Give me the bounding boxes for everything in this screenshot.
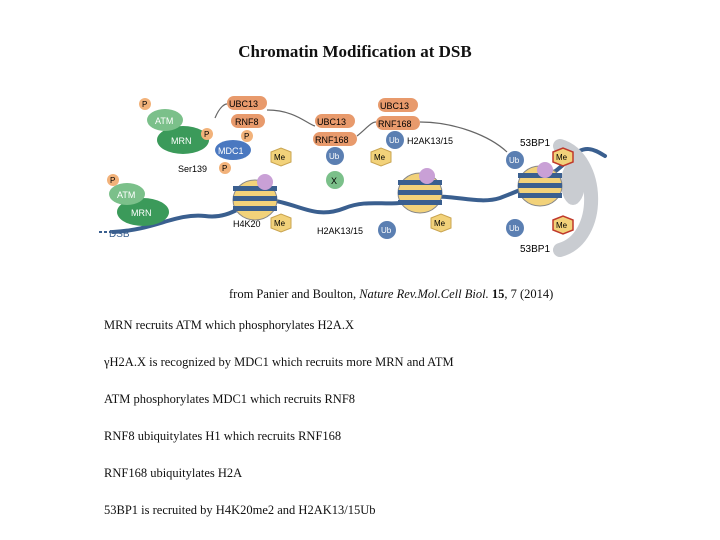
ub-circle-1 bbox=[326, 147, 344, 165]
nucleosome-2 bbox=[397, 168, 443, 214]
atm-label-lower: ATM bbox=[117, 190, 135, 200]
bullet-item: RNF168 ubiquitylates H2A bbox=[104, 466, 243, 480]
ub-label-2: Ub bbox=[389, 136, 400, 145]
me-label-1: Me bbox=[274, 153, 286, 162]
phospho-p-upper bbox=[139, 98, 151, 110]
p-label-upper: P bbox=[142, 100, 147, 109]
rnf8-label: RNF8 bbox=[235, 117, 259, 127]
bp53-label-bottom: 53BP1 bbox=[520, 244, 550, 255]
bullet-item: γH2A.X is recognized by MDC1 which recru… bbox=[104, 355, 454, 369]
mdc1-protein bbox=[215, 140, 251, 160]
me-hexagon-6 bbox=[552, 215, 574, 235]
atm-label-upper: ATM bbox=[155, 116, 173, 126]
me-hexagon-4 bbox=[430, 213, 452, 233]
p-label-lower: P bbox=[110, 176, 115, 185]
ubc13-box-2 bbox=[315, 114, 355, 128]
mrn-complex-upper bbox=[157, 126, 209, 154]
ubc13-label-1: UBC13 bbox=[229, 99, 258, 109]
rnf168-label-1: RNF168 bbox=[315, 135, 349, 145]
phospho-p-rnf8 bbox=[241, 130, 253, 142]
ub-label-5: Ub bbox=[509, 224, 520, 233]
ub-circle-5 bbox=[506, 219, 524, 237]
ser139-label: Ser139 bbox=[178, 164, 207, 174]
arrow-4 bbox=[419, 121, 508, 153]
rnf168-label-2: RNF168 bbox=[378, 119, 412, 129]
citation: from Panier and Boulton, Nature Rev.Mol.… bbox=[229, 287, 553, 302]
bullet-item: ATM phosphorylates MDC1 which recruits R… bbox=[104, 392, 356, 406]
mrn-label-upper: MRN bbox=[171, 136, 192, 146]
ub-label-1: Ub bbox=[329, 152, 340, 161]
x-label: X bbox=[331, 176, 337, 186]
bullet-item: MRN recruits ATM which phosphorylates H2… bbox=[104, 318, 354, 332]
atm-complex-lower bbox=[109, 183, 145, 205]
rnf168-box-2 bbox=[376, 116, 420, 130]
h2ak13-15-label-bottom: H2AK13/15 bbox=[317, 226, 363, 236]
phospho-p-mdc1 bbox=[219, 162, 231, 174]
me-hexagon-2 bbox=[270, 213, 292, 233]
bullet-item: RNF8 ubiquitylates H1 which recruits RNF… bbox=[104, 429, 342, 443]
ubc13-label-3: UBC13 bbox=[380, 101, 409, 111]
rnf168-box-1 bbox=[313, 132, 357, 146]
arrow-2 bbox=[266, 109, 316, 127]
mrn-label-lower: MRN bbox=[131, 208, 152, 218]
citation-prefix: from Panier and Boulton, bbox=[229, 287, 360, 301]
h4k20-label: H4K20 bbox=[233, 219, 261, 229]
citation-volume: 15 bbox=[491, 287, 505, 301]
me-hexagon-1 bbox=[270, 147, 292, 167]
citation-rest: , 7 (2014) bbox=[504, 287, 554, 301]
me-hexagon-5 bbox=[552, 147, 574, 167]
x-circle bbox=[326, 171, 344, 189]
citation-journal: Nature Rev.Mol.Cell Biol. bbox=[359, 287, 489, 301]
me-label-3: Me bbox=[374, 153, 386, 162]
ubc13-box-3 bbox=[378, 98, 418, 112]
ub-circle-4 bbox=[506, 151, 524, 169]
nucleosome-1 bbox=[232, 174, 278, 221]
chromatin-dsb-diagram: DSB ATM MRN P ATM MRN P P MDC1 P bbox=[99, 96, 607, 257]
arrow-1 bbox=[214, 103, 228, 119]
me-label-4: Me bbox=[434, 219, 446, 228]
ubc13-label-2: UBC13 bbox=[317, 117, 346, 127]
ub-label-4: Ub bbox=[509, 156, 520, 165]
atm-complex-upper bbox=[147, 109, 183, 131]
arrow-3 bbox=[356, 121, 377, 137]
phospho-p-lower bbox=[107, 174, 119, 186]
ubc13-box-1 bbox=[227, 96, 267, 110]
bp53-label-top: 53BP1 bbox=[520, 138, 550, 149]
rnf8-box bbox=[231, 114, 265, 128]
phospho-p-mrn bbox=[201, 128, 213, 140]
p-label-rnf8: P bbox=[244, 132, 249, 141]
bullet-item: 53BP1 is recruited by H4K20me2 and H2AK1… bbox=[104, 503, 376, 517]
ub-label-3: Ub bbox=[381, 226, 392, 235]
dsb-label: DSB bbox=[109, 229, 130, 240]
bullet-list: MRN recruits ATM which phosphorylates H2… bbox=[104, 318, 454, 540]
me-label-2: Me bbox=[274, 219, 286, 228]
me-label-6: Me bbox=[556, 221, 568, 230]
bp53-blob-top bbox=[561, 161, 585, 205]
p-label-mrn: P bbox=[204, 130, 209, 139]
p-label-mdc1: P bbox=[222, 164, 227, 173]
mrn-complex-lower bbox=[117, 198, 169, 226]
me-label-5: Me bbox=[556, 153, 568, 162]
slide-title: Chromatin Modification at DSB bbox=[238, 42, 472, 61]
ub-circle-2 bbox=[386, 131, 404, 149]
me-hexagon-3 bbox=[370, 147, 392, 167]
mdc1-label: MDC1 bbox=[218, 146, 244, 156]
h2ak13-15-label-top: H2AK13/15 bbox=[407, 136, 453, 146]
ub-circle-3 bbox=[378, 221, 396, 239]
nucleosome-3 bbox=[517, 162, 563, 207]
